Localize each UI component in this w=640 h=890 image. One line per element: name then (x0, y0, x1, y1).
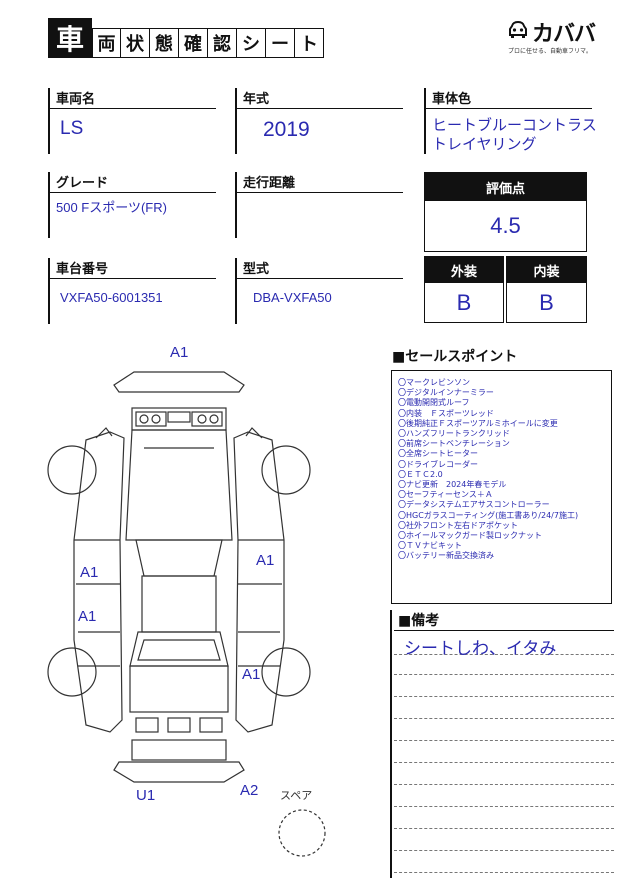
sales-point-item: 〇セーフティーセンス＋Ａ (398, 490, 493, 500)
remarks-text: シートしわ、イタみ (404, 639, 557, 659)
logo-tagline: プロに任せる、自動車フリマ。 (508, 48, 592, 55)
interior-box: 内装 B (506, 256, 587, 323)
kababa-logo: カババ プロに任せる、自動車フリマ。 (506, 16, 606, 56)
sales-point-item: 〇電動開閉式ルーフ (398, 398, 470, 408)
sales-point-item: 〇前席シートベンチレーション (398, 439, 510, 449)
sales-point-item: 〇社外フロント左右ドアポケット (398, 520, 518, 530)
model-type-label: 型式 (243, 262, 270, 277)
body-color-field: 車体色 ヒートブルーコントラス トレイヤリング (424, 88, 597, 154)
year-label: 年式 (243, 92, 270, 107)
sales-point-item: 〇ホイールマックガード製ロックナット (398, 531, 542, 541)
sales-point-item: 〇ドライブレコーダー (398, 459, 478, 469)
model-type-value: DBA-VXFA50 (253, 290, 332, 305)
sales-point-item: 〇ＴＶナビキット (398, 541, 462, 551)
car-name-field: 車両名 LS (48, 88, 216, 154)
damage-mark-front: A1 (170, 344, 189, 361)
car-name-value: LS (60, 118, 84, 139)
damage-mark-left-lower: A1 (78, 608, 97, 625)
interior-value: B (539, 289, 554, 315)
sales-point-item: 〇デジタルインナーミラー (398, 388, 494, 398)
score-value: 4.5 (490, 213, 521, 238)
year-field: 年式 2019 (235, 88, 403, 154)
damage-mark-right-upper: A1 (256, 552, 275, 569)
title-char: 認 (208, 28, 237, 58)
grade-label: グレード (56, 176, 109, 191)
title-char: 車 (48, 18, 92, 58)
body-color-value-line2: トレイヤリング (432, 136, 537, 153)
car-damage-diagram: A1 A1 A1 A1 A1 U1 A2 スペア (44, 340, 384, 885)
chassis-number-value: VXFA50-6001351 (60, 290, 163, 305)
exterior-value: B (456, 289, 472, 315)
interior-label: 内装 (507, 257, 586, 283)
title-char: ー (266, 28, 295, 58)
model-type-field: 型式 DBA-VXFA50 (235, 258, 403, 324)
sales-point-item: 〇バッテリー新品交換済み (398, 551, 494, 561)
exterior-label: 外装 (425, 257, 503, 283)
damage-mark-left-upper: A1 (80, 564, 99, 581)
damage-mark-rear-left: U1 (136, 787, 156, 804)
damage-mark-rear-right: A2 (240, 782, 259, 799)
sales-point-item: 〇データシステムエアサスコントローラー (398, 500, 550, 510)
title-char: 両 (92, 28, 121, 58)
title-char: シ (237, 28, 266, 58)
title-char: ト (295, 28, 324, 58)
title-char: 態 (150, 28, 179, 58)
chassis-number-field: 車台番号 VXFA50-6001351 (48, 258, 216, 324)
sales-point-item: 〇ＥＴＣ2.0 (398, 469, 443, 479)
sales-point-item: 〇全席シートヒーター (398, 449, 478, 459)
sheet-title: 車 両 状 態 確 認 シ ー ト (48, 18, 324, 58)
chassis-number-label: 車台番号 (56, 262, 109, 277)
grade-field: グレード 500 Fスポーツ(FR) (48, 172, 216, 238)
logo-name: カババ (532, 22, 596, 47)
grade-value: 500 Fスポーツ(FR) (56, 200, 167, 215)
score-label: 評価点 (425, 173, 586, 201)
car-name-label: 車両名 (56, 92, 96, 107)
mileage-field: 走行距離 (235, 172, 403, 238)
remarks-title: ■備考 (398, 613, 440, 629)
sales-point-item: 〇ハンズフリートランクリッド (398, 429, 510, 439)
sales-point-item: 〇内装 Ｆスポーツレッド (398, 408, 494, 418)
body-color-label: 車体色 (432, 92, 472, 107)
exterior-box: 外装 B (424, 256, 504, 323)
car-face-icon (509, 20, 527, 38)
spare-label: スペア (280, 789, 313, 802)
title-char: 確 (179, 28, 208, 58)
sales-points-box: 〇マークレビンソン 〇デジタルインナーミラー 〇電動開閉式ルーフ 〇内装 Ｆスポ… (391, 370, 612, 604)
damage-mark-right-lower: A1 (242, 666, 261, 683)
sales-point-item: 〇マークレビンソン (398, 378, 470, 387)
title-char: 状 (121, 28, 150, 58)
sales-point-item: 〇後期純正Ｆスポーツアルミホイールに変更 (398, 418, 558, 428)
body-color-value-line1: ヒートブルーコントラス (432, 117, 597, 134)
mileage-label: 走行距離 (243, 176, 296, 191)
sales-point-item: 〇ナビ更新 2024年春モデル (398, 480, 507, 490)
car-outline-icon (47, 371, 326, 857)
year-value: 2019 (263, 118, 310, 141)
score-box: 評価点 4.5 (424, 172, 587, 252)
remarks-area (390, 610, 614, 878)
sales-points-title: ■セールスポイント (392, 349, 518, 365)
sales-point-item: 〇HGCガラスコーティング(施工書あり/24/7施工) (398, 510, 579, 520)
